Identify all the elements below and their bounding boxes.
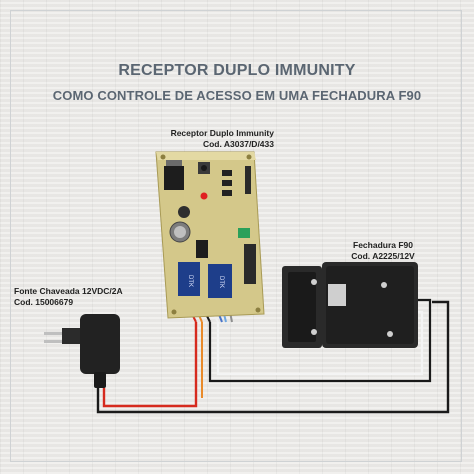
wire-black-psu — [96, 300, 450, 414]
wire-white-lock — [216, 310, 424, 376]
power-supply-name: Fonte Chaveada 12VDC/2A — [14, 286, 123, 296]
relay-2-text: DTK — [218, 276, 224, 288]
main-title: RECEPTOR DUPLO IMMUNITY — [118, 62, 356, 79]
receiver-name: Receptor Duplo Immunity — [170, 128, 274, 138]
wire-red-psu — [102, 322, 198, 408]
lock-code: Cod. A2225/12V — [351, 251, 415, 261]
relay-2 — [208, 264, 232, 298]
subtitle: COMO CONTROLE DE ACESSO EM UMA FECHADURA… — [52, 88, 422, 103]
plug-pin-bottom — [44, 340, 62, 343]
lock-label: Fechadura F90 Cod. A2225/12V — [328, 240, 438, 262]
lock-f90 — [282, 262, 418, 348]
receiver-label: Receptor Duplo Immunity Cod. A3037/D/433 — [154, 128, 274, 150]
screw-bottom — [311, 329, 317, 335]
header-pins — [245, 166, 251, 194]
relay-1-text: DTK — [187, 275, 193, 287]
power-supply-body — [80, 314, 120, 374]
terminal-block — [244, 244, 256, 284]
regulator-chip — [164, 166, 184, 190]
power-supply — [44, 314, 120, 388]
relay-1 — [178, 262, 200, 296]
lock-name: Fechadura F90 — [353, 240, 413, 250]
receiver-board: DTK DTK — [155, 151, 265, 319]
wire-black-lock — [208, 298, 432, 383]
receiver-code: Cod. A3037/D/433 — [202, 139, 274, 149]
screw-top — [311, 279, 317, 285]
power-supply-label: Fonte Chaveada 12VDC/2A Cod. 15006679 — [14, 286, 154, 308]
power-supply-code: Cod. 15006679 — [14, 297, 74, 307]
led — [200, 192, 208, 200]
lock-bolt — [328, 284, 346, 306]
plug-pin-top — [44, 332, 62, 335]
jumper — [238, 228, 250, 238]
frame-border — [10, 10, 462, 462]
